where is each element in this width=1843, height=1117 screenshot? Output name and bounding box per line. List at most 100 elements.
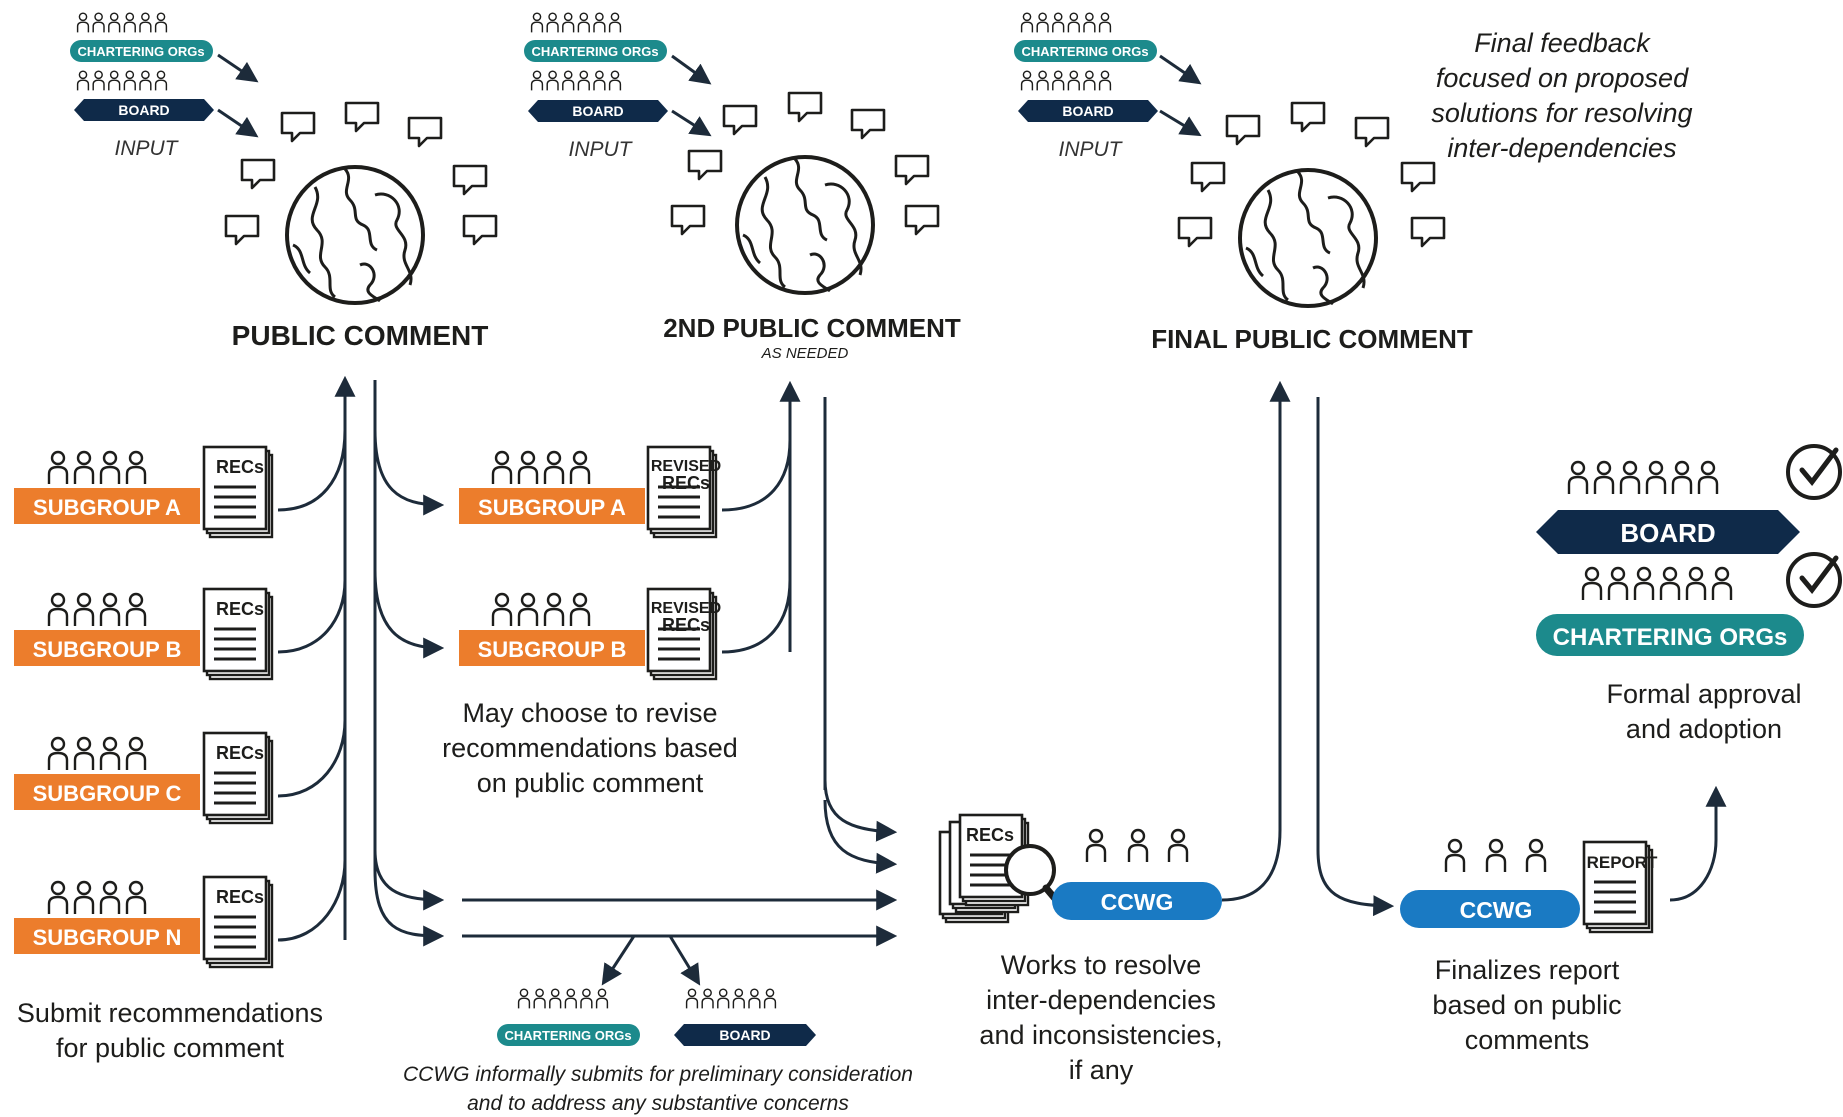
input-group-1: CHARTERING ORGs BOARD INPUT <box>70 13 259 160</box>
subgroup-label: SUBGROUP B <box>478 637 627 662</box>
checkmark-icon <box>1788 446 1840 498</box>
ccwg-badge <box>1400 890 1580 928</box>
caption-line: May choose to revise <box>462 698 717 728</box>
subgroup-row-n: SUBGROUP N RECs <box>14 875 274 969</box>
approval-caption: Formal approval and adoption <box>1606 679 1801 744</box>
subgroup-label: SUBGROUP B <box>33 637 182 662</box>
chartering-badge <box>497 1024 640 1046</box>
second-public-comment-globe: 2ND PUBLIC COMMENT AS NEEDED <box>663 91 961 362</box>
doc-label: RECs <box>216 599 264 619</box>
caption-line: Works to resolve <box>1001 950 1202 980</box>
subgroup-badge <box>14 488 200 524</box>
report-label: REPORT <box>1587 853 1658 872</box>
board-badge <box>1018 100 1158 122</box>
caption-line: and inconsistencies, <box>979 1020 1222 1050</box>
globe-icon <box>285 165 425 305</box>
chartering-label: CHARTERING ORGs <box>1021 44 1148 59</box>
finalize-caption: Finalizes report based on public comment… <box>1432 955 1621 1055</box>
subgroup-label: SUBGROUP N <box>33 925 182 950</box>
chartering-badge <box>1014 40 1157 62</box>
board-badge <box>1536 510 1800 554</box>
chartering-badge <box>1536 614 1804 656</box>
person-group-icon <box>49 738 145 770</box>
board-badge <box>74 99 214 121</box>
informal-caption-line: CCWG informally submits for preliminary … <box>403 1063 913 1086</box>
informal-caption-line: and to address any substantive concerns <box>467 1092 849 1115</box>
public-comment-globe: PUBLIC COMMENT <box>224 101 498 351</box>
arrow-icon <box>1221 380 1291 902</box>
ccwg-resolve: RECs CCWG <box>938 813 1222 924</box>
doc-label: RECs <box>216 887 264 907</box>
board-badge <box>528 100 668 122</box>
final-feedback-note: Final feedback focused on proposed solut… <box>1431 28 1692 163</box>
caption-line: if any <box>1069 1055 1134 1085</box>
final-feedback-line: solutions for resolving <box>1431 98 1692 128</box>
subgroup-badge <box>14 630 200 666</box>
revised-subgroup-a: SUBGROUP A REVISED RECs <box>459 445 721 539</box>
chartering-badge <box>70 40 213 62</box>
subgroup-label: SUBGROUP C <box>33 781 182 806</box>
subgroup-label: SUBGROUP A <box>478 495 626 520</box>
resolve-caption: Works to resolve inter-dependencies and … <box>979 950 1222 1085</box>
input-label: INPUT <box>569 138 634 161</box>
informal-submission: CHARTERING ORGs BOARD CCWG informally su… <box>403 989 913 1115</box>
second-public-comment-title: 2ND PUBLIC COMMENT <box>663 313 961 343</box>
subgroup-badge <box>459 488 645 524</box>
input-label: INPUT <box>115 137 180 160</box>
caption-line: inter-dependencies <box>986 985 1216 1015</box>
person-group-icon <box>1569 462 1717 494</box>
chartering-badge <box>524 40 667 62</box>
globe-icon <box>735 155 875 295</box>
subgroup-label: SUBGROUP A <box>33 495 181 520</box>
doc-label: REVISED <box>651 600 721 617</box>
doc-label: REVISED <box>651 458 721 475</box>
input-label: INPUT <box>1059 138 1124 161</box>
ccwg-label: CCWG <box>1101 889 1174 915</box>
caption-line: recommendations based <box>442 733 738 763</box>
board-badge <box>674 1024 816 1046</box>
public-comment-title: PUBLIC COMMENT <box>232 320 489 351</box>
caption-line: based on public <box>1432 990 1621 1020</box>
flow-connectors-3 <box>1221 380 1727 917</box>
ccwg-label: CCWG <box>1460 897 1533 923</box>
final-feedback-line: focused on proposed <box>1436 63 1689 93</box>
revised-subgroup-b: SUBGROUP B REVISED RECs <box>459 587 721 681</box>
speech-bubble-icon <box>1225 114 1261 146</box>
caption-line: and adoption <box>1626 714 1782 744</box>
arrow-icon <box>671 54 712 85</box>
doc-label: RECs <box>966 825 1014 845</box>
person-group-icon <box>49 594 145 626</box>
ccwg-finalize: CCWG REPORT <box>1400 838 1658 934</box>
board-label: BOARD <box>1062 103 1113 119</box>
arrow-icon <box>1159 54 1202 85</box>
flow-connectors-1 <box>277 375 898 986</box>
speech-bubble-icon <box>280 111 316 143</box>
doc-label: RECs <box>662 473 710 493</box>
chartering-label: CHARTERING ORGs <box>77 44 204 59</box>
final-public-comment-title: FINAL PUBLIC COMMENT <box>1151 324 1473 354</box>
doc-label: RECs <box>662 615 710 635</box>
arrow-icon <box>1159 109 1202 137</box>
subgroup-badge <box>459 630 645 666</box>
revise-caption: May choose to revise recommendations bas… <box>442 698 738 798</box>
flow-connectors-2 <box>721 380 898 874</box>
person-group-icon <box>493 594 589 626</box>
caption-line: Formal approval <box>1606 679 1801 709</box>
final-feedback-line: inter-dependencies <box>1447 133 1676 163</box>
globe-icon <box>1238 168 1378 308</box>
board-label: BOARD <box>118 102 169 118</box>
ccwg-badge <box>1052 882 1222 920</box>
approval-chartering: CHARTERING ORGs <box>1536 554 1840 656</box>
submit-caption: Submit recommendations for public commen… <box>17 998 323 1063</box>
final-public-comment-globe: FINAL PUBLIC COMMENT <box>1151 101 1473 354</box>
subgroup-badge <box>14 918 200 954</box>
arrow-icon <box>217 108 259 138</box>
arrow-icon <box>217 53 259 83</box>
caption-line: Finalizes report <box>1435 955 1620 985</box>
checkmark-icon <box>1788 554 1840 606</box>
caption-line: for public comment <box>56 1033 285 1063</box>
input-group-3: CHARTERING ORGs BOARD INPUT <box>1014 13 1202 161</box>
approval-board: BOARD <box>1536 446 1840 554</box>
board-label: BOARD <box>1620 518 1715 548</box>
board-label: BOARD <box>719 1027 770 1043</box>
